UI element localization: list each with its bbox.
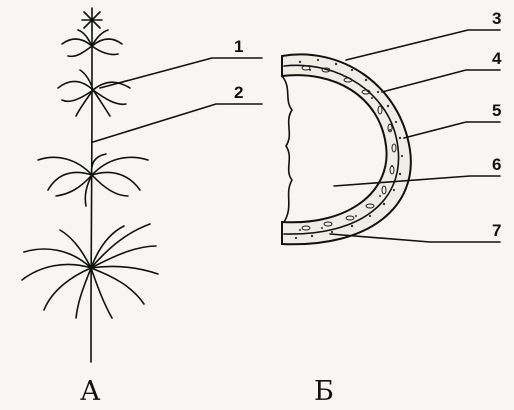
section-outer-layer: [282, 54, 411, 244]
label-3: 3: [492, 9, 501, 28]
label-1: 1: [234, 37, 243, 56]
leaf-whorl-bottom: [22, 224, 158, 318]
label-4: 4: [492, 49, 502, 68]
leader-line-5: [404, 122, 500, 138]
plant-shoot-drawing: [22, 8, 262, 362]
leaf-whorl-middle: [38, 154, 148, 206]
label-6: 6: [492, 155, 501, 174]
cross-section-drawing: [282, 30, 500, 244]
leaf-whorl-second: [58, 70, 130, 116]
label-2: 2: [234, 83, 243, 102]
leader-line-3: [346, 30, 500, 60]
label-5: 5: [492, 101, 501, 120]
apex-bud: [82, 8, 102, 30]
label-7: 7: [492, 221, 501, 240]
leader-line-2: [93, 104, 262, 142]
section-cut-edge: [282, 76, 292, 222]
leader-line-6: [334, 176, 500, 186]
panel-label-b: Б: [314, 376, 334, 407]
panel-label-a: А: [80, 376, 101, 407]
plant-stem: [91, 30, 92, 362]
leader-line-4: [382, 70, 500, 92]
